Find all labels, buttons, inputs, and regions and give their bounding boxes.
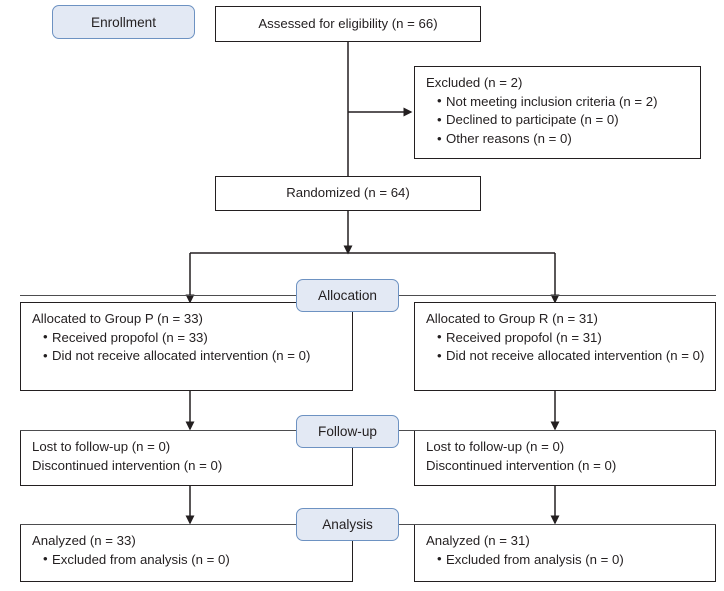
node-allocated-group-r-list: Received propofol (n = 31) Did not recei… bbox=[426, 328, 704, 366]
list-item: Received propofol (n = 31) bbox=[437, 328, 704, 348]
node-allocated-group-r: Allocated to Group R (n = 31) Received p… bbox=[414, 302, 716, 391]
node-allocated-group-p-title: Allocated to Group P (n = 33) bbox=[32, 311, 203, 326]
node-excluded-title: Excluded (n = 2) bbox=[426, 75, 523, 90]
node-assessed-title: Assessed for eligibility (n = 66) bbox=[258, 15, 438, 31]
list-item: Did not receive allocated intervention (… bbox=[43, 347, 341, 366]
node-assessed-for-eligibility: Assessed for eligibility (n = 66) bbox=[215, 6, 481, 42]
list-item: Not meeting inclusion criteria (n = 2) bbox=[437, 92, 689, 112]
node-analyzed-group-r: Analyzed (n = 31) Excluded from analysis… bbox=[414, 524, 716, 582]
list-item: Excluded from analysis (n = 0) bbox=[437, 550, 704, 570]
node-analyzed-group-r-title: Analyzed (n = 31) bbox=[426, 533, 530, 548]
node-excluded: Excluded (n = 2) Not meeting inclusion c… bbox=[414, 66, 701, 159]
node-allocated-group-r-title: Allocated to Group R (n = 31) bbox=[426, 311, 598, 326]
list-item: Did not receive allocated intervention (… bbox=[437, 347, 704, 366]
node-analyzed-group-p-title: Analyzed (n = 33) bbox=[32, 533, 136, 548]
list-item: Excluded from analysis (n = 0) bbox=[43, 550, 341, 570]
node-randomized-title: Randomized (n = 64) bbox=[286, 185, 410, 201]
list-item: Other reasons (n = 0) bbox=[437, 130, 689, 149]
node-followup-group-r: Lost to follow-up (n = 0) Discontinued i… bbox=[414, 430, 716, 486]
node-allocated-group-p: Allocated to Group P (n = 33) Received p… bbox=[20, 302, 353, 391]
node-followup-group-r-line2: Discontinued intervention (n = 0) bbox=[426, 457, 617, 473]
list-item: Declined to participate (n = 0) bbox=[437, 111, 689, 130]
node-randomized: Randomized (n = 64) bbox=[215, 176, 481, 211]
stage-label-followup: Follow-up bbox=[318, 424, 377, 439]
stage-label-analysis: Analysis bbox=[322, 517, 373, 532]
stage-label-enrollment: Enrollment bbox=[91, 14, 156, 30]
stage-label-allocation: Allocation bbox=[318, 288, 377, 303]
stage-pill-enrollment: Enrollment bbox=[52, 5, 195, 39]
stage-pill-followup: Follow-up bbox=[296, 415, 399, 448]
stage-pill-allocation: Allocation bbox=[296, 279, 399, 312]
node-analyzed-group-p-list: Excluded from analysis (n = 0) bbox=[32, 550, 341, 570]
node-excluded-list: Not meeting inclusion criteria (n = 2) D… bbox=[426, 92, 689, 149]
list-item: Received propofol (n = 33) bbox=[43, 328, 341, 348]
node-allocated-group-p-list: Received propofol (n = 33) Did not recei… bbox=[32, 328, 341, 366]
node-followup-group-p-line2: Discontinued intervention (n = 0) bbox=[32, 457, 223, 473]
node-followup-group-p-line1: Lost to follow-up (n = 0) bbox=[32, 439, 171, 454]
node-followup-group-r-line1: Lost to follow-up (n = 0) bbox=[426, 439, 565, 454]
node-analyzed-group-r-list: Excluded from analysis (n = 0) bbox=[426, 550, 704, 570]
stage-pill-analysis: Analysis bbox=[296, 508, 399, 541]
